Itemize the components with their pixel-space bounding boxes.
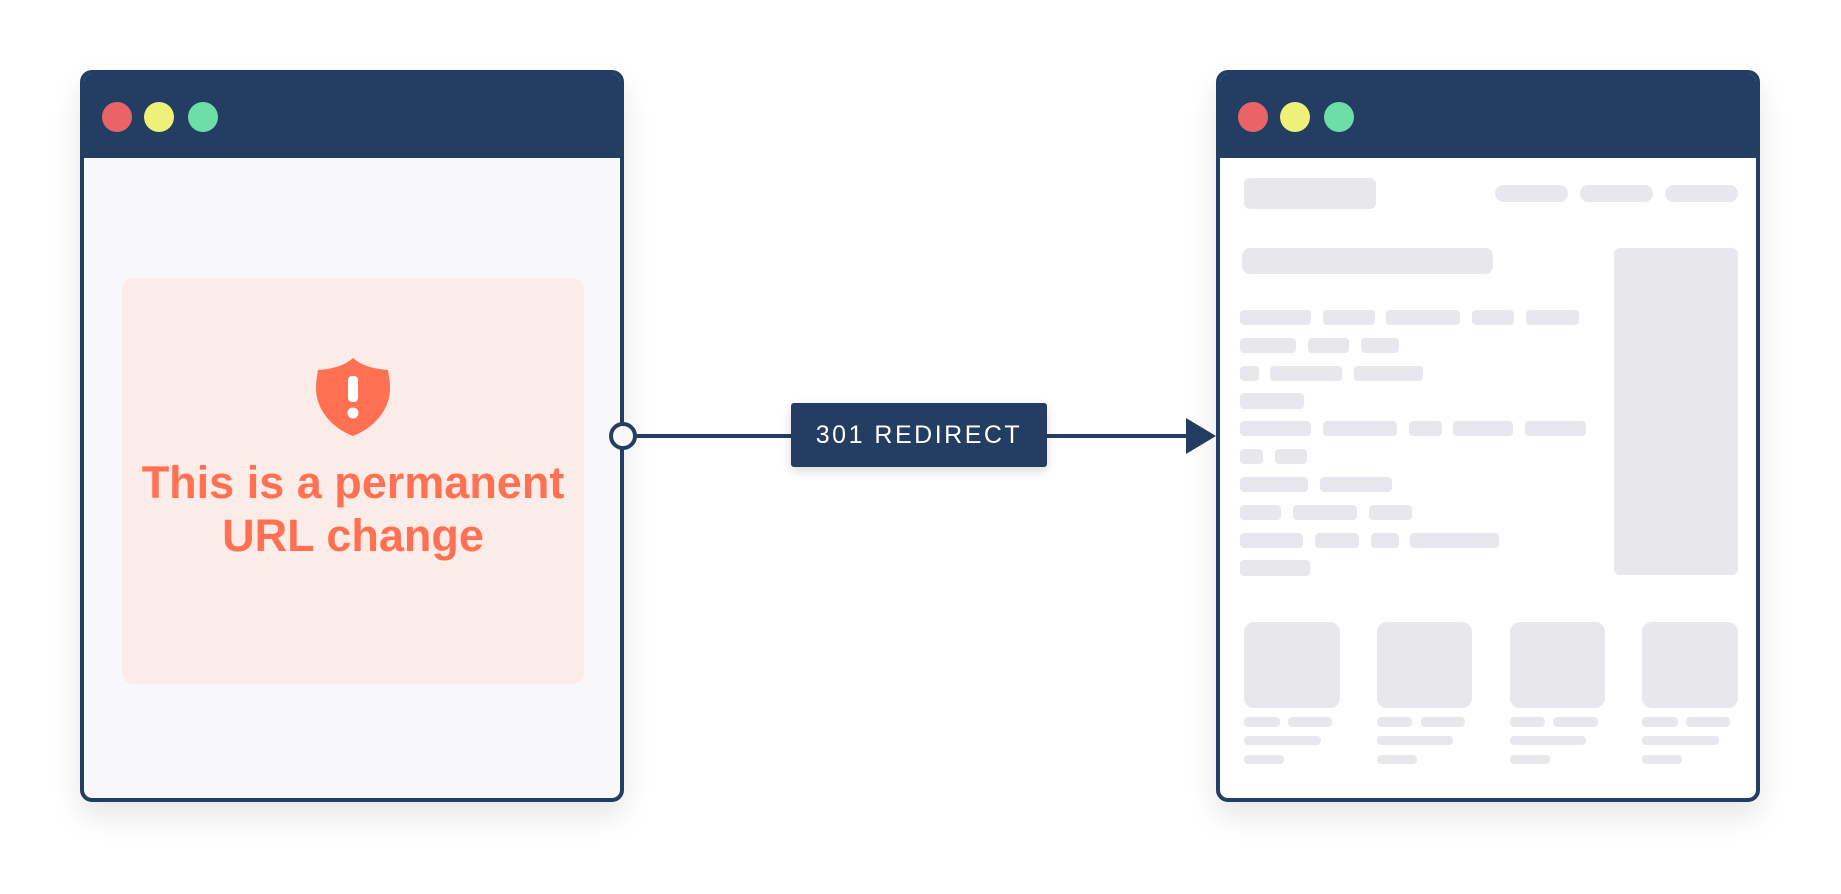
close-dot (102, 102, 132, 132)
skeleton-text (1353, 365, 1423, 381)
skeleton-text (1239, 560, 1311, 576)
skeleton-text (1239, 337, 1297, 353)
skeleton-nav-item (1494, 185, 1569, 202)
skeleton-text (1292, 504, 1358, 520)
old-url-browser-window: This is a permanent URL change (80, 70, 624, 802)
skeleton-text (1377, 717, 1413, 727)
skeleton-text (1509, 754, 1550, 765)
title-bar (1220, 74, 1756, 158)
skeleton-text (1642, 717, 1678, 727)
skeleton-text (1420, 717, 1466, 727)
skeleton-text (1377, 736, 1454, 746)
shield-alert-icon (316, 358, 390, 436)
skeleton-text (1274, 449, 1307, 465)
skeleton-nav-item (1580, 185, 1653, 202)
skeleton-text (1323, 421, 1398, 437)
minimize-dot (144, 102, 174, 132)
skeleton-text (1239, 393, 1305, 409)
skeleton-nav-item (1664, 185, 1738, 202)
skeleton-text (1368, 504, 1413, 520)
skeleton-text (1409, 532, 1500, 548)
skeleton-text (1371, 532, 1400, 548)
skeleton-card-image (1244, 622, 1340, 708)
skeleton-text (1314, 532, 1360, 548)
skeleton-text (1472, 309, 1515, 326)
skeleton-text (1239, 476, 1308, 493)
skeleton-text (1287, 717, 1333, 727)
skeleton-text (1377, 754, 1417, 765)
skeleton-text (1270, 365, 1342, 381)
maximize-dot (1324, 102, 1354, 132)
skeleton-text (1408, 421, 1442, 437)
skeleton-text (1509, 736, 1587, 746)
close-dot (1238, 102, 1268, 132)
skeleton-text (1319, 476, 1393, 493)
skeleton-text (1244, 736, 1321, 746)
skeleton-text (1239, 532, 1304, 548)
skeleton-logo (1244, 178, 1376, 209)
skeleton-text (1244, 717, 1280, 727)
skeleton-text (1239, 421, 1312, 437)
skeleton-text (1685, 717, 1731, 727)
skeleton-text (1307, 337, 1349, 353)
title-bar (84, 74, 620, 158)
permanent-change-notice: This is a permanent URL change (122, 278, 584, 684)
skeleton-text (1553, 717, 1598, 727)
skeleton-text (1239, 449, 1264, 465)
skeleton-card-image (1642, 622, 1738, 708)
skeleton-card-image (1377, 622, 1473, 708)
skeleton-text (1642, 736, 1719, 746)
skeleton-text (1360, 337, 1400, 353)
skeleton-text (1642, 754, 1683, 765)
maximize-dot (188, 102, 218, 132)
skeleton-card-image (1509, 622, 1605, 708)
skeleton-heading (1242, 247, 1494, 274)
skeleton-text (1239, 365, 1259, 381)
skeleton-text (1323, 309, 1375, 326)
new-url-browser-window (1216, 70, 1760, 802)
skeleton-text (1453, 421, 1514, 437)
skeleton-text (1526, 309, 1580, 326)
skeleton-text (1239, 504, 1281, 520)
skeleton-text (1244, 754, 1285, 765)
arrow-head-icon (1186, 418, 1216, 454)
notice-message: This is a permanent URL change (141, 457, 565, 561)
skeleton-sidebar (1614, 247, 1738, 576)
minimize-dot (1280, 102, 1310, 132)
skeleton-text (1239, 309, 1312, 326)
skeleton-text (1509, 717, 1545, 727)
connector-start-node (609, 422, 637, 450)
skeleton-text (1386, 309, 1461, 326)
redirect-label: 301 REDIRECT (791, 403, 1047, 467)
skeleton-text (1525, 421, 1587, 437)
